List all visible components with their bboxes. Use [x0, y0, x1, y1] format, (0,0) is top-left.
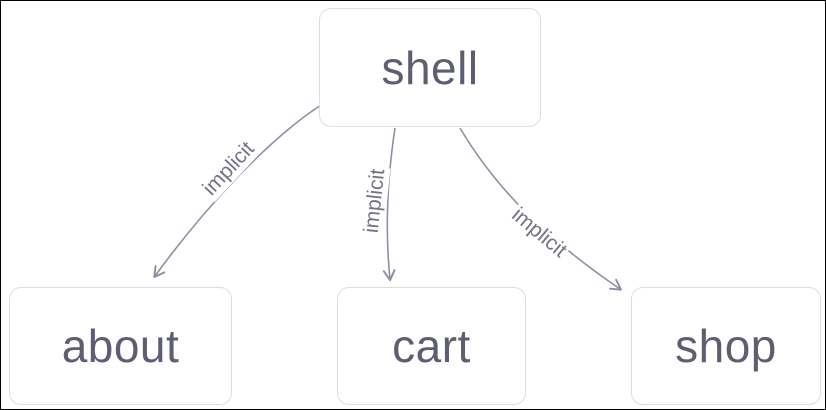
node-shop[interactable]: shop	[631, 287, 821, 405]
node-about[interactable]: about	[9, 287, 232, 405]
node-cart[interactable]: cart	[337, 287, 526, 405]
edge-label-implicit-shop: implicit	[505, 201, 573, 265]
edge-label-implicit-about: implicit	[196, 135, 262, 203]
edge-shell-shop	[459, 127, 622, 291]
edge-label-implicit-cart: implicit	[359, 165, 391, 237]
node-shell[interactable]: shell	[319, 8, 541, 127]
node-about-label: about	[61, 320, 180, 372]
node-shell-label: shell	[381, 41, 479, 94]
edge-shell-cart	[382, 127, 396, 282]
node-cart-label: cart	[392, 320, 471, 372]
node-shop-label: shop	[675, 320, 777, 372]
edge-shell-about	[153, 104, 322, 278]
